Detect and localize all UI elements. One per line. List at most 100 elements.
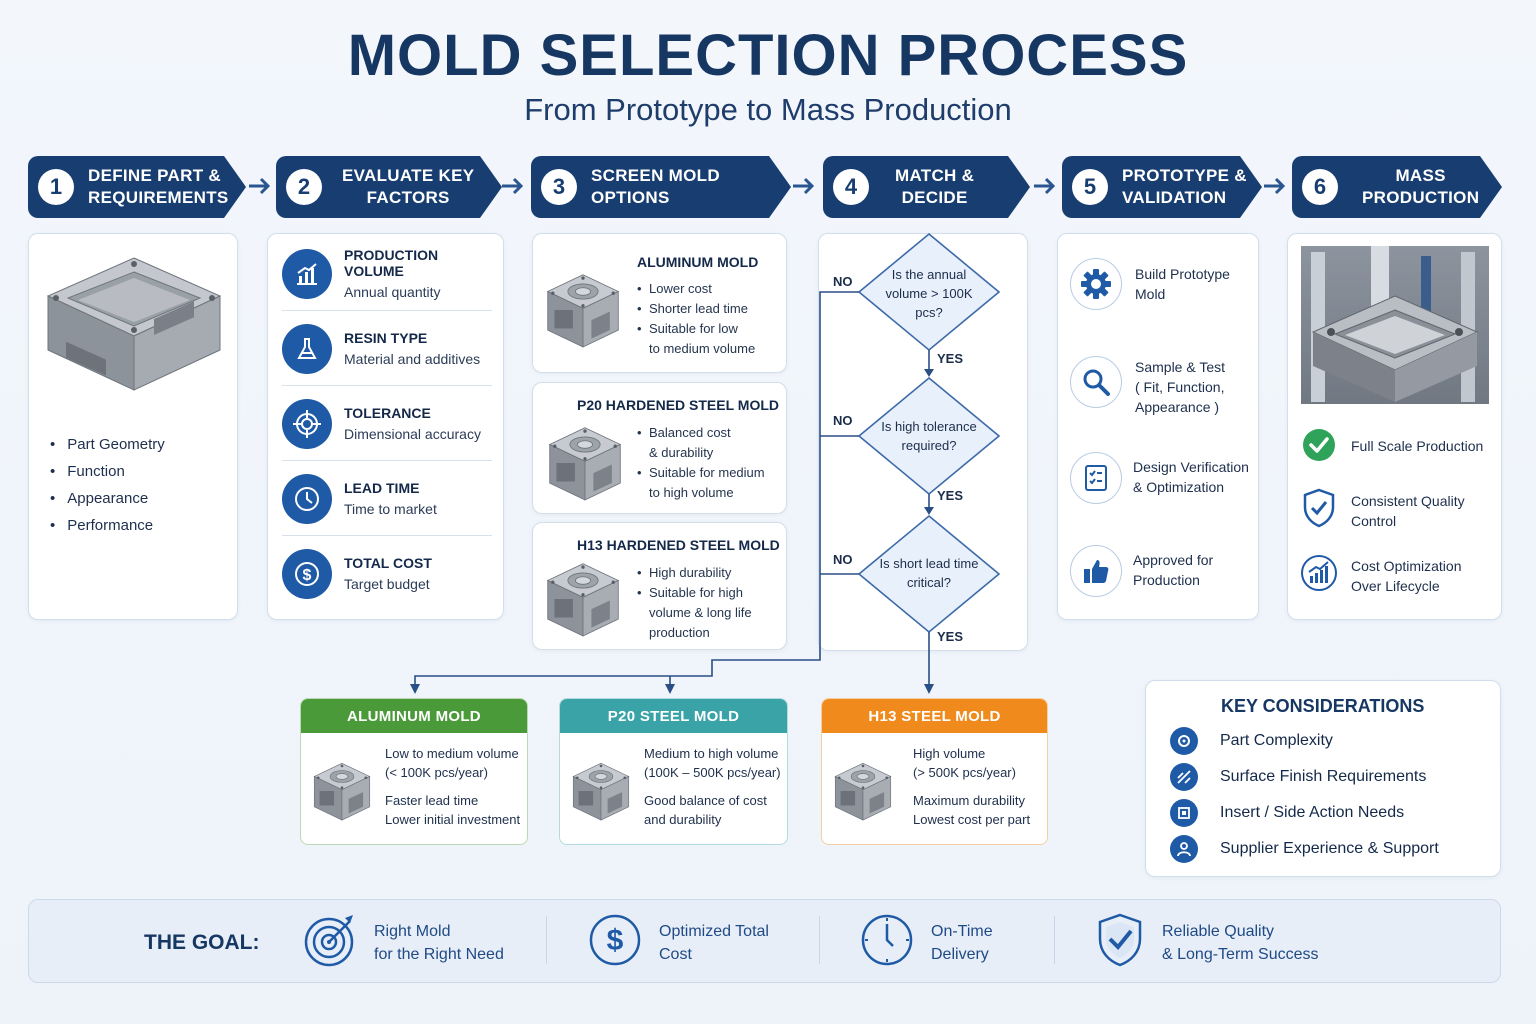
divider <box>546 916 547 964</box>
arrow-right-icon <box>791 173 817 199</box>
factor-title: TOLERANCE <box>344 405 431 421</box>
goal-text: Optimized Total Cost <box>659 922 769 963</box>
step-4-banner: 4 MATCH & DECIDE <box>823 156 1030 218</box>
result-p20-mold: P20 STEEL MOLD Medium to high volume (10… <box>559 698 788 845</box>
consideration-item: Insert / Side Action Needs <box>1170 799 1404 827</box>
decision-question: Is high tolerance required? <box>881 419 977 453</box>
step-label: SCREEN MOLD OPTIONS <box>591 166 720 207</box>
divider <box>282 385 492 386</box>
dollar-icon: $ <box>282 548 332 599</box>
decision-question: Is the annual volume > 100K pcs? <box>885 267 973 320</box>
divider <box>282 310 492 311</box>
svg-text:$: $ <box>303 567 312 584</box>
thumbs-up-icon <box>1070 545 1122 597</box>
validation-step: Sample & Test ( Fit, Function, Appearanc… <box>1135 359 1226 415</box>
decision-question: Is short lead time critical? <box>879 556 979 590</box>
mold-image <box>568 749 634 833</box>
step-label: PROTOTYPE & VALIDATION <box>1122 166 1247 207</box>
key-considerations-panel <box>1145 680 1501 877</box>
goal-text: On-Time Delivery <box>931 922 993 963</box>
step-label: MASS PRODUCTION <box>1362 166 1480 207</box>
factor-desc: Target budget <box>344 576 430 592</box>
consideration-label: Supplier Experience & Support <box>1220 840 1439 857</box>
no-label: NO <box>833 552 853 567</box>
goal-text: Reliable Quality & Long-Term Success <box>1162 922 1319 963</box>
arrow-right-icon <box>500 173 526 199</box>
no-label: NO <box>833 413 853 428</box>
factor-resin-type: RESIN TYPE Material and additives <box>282 311 494 386</box>
result-benefit: Maximum durability Lowest cost per part <box>913 793 1031 827</box>
goal-label: THE GOAL: <box>144 931 260 954</box>
factor-title: RESIN TYPE <box>344 330 428 346</box>
list-item: Shorter lead time <box>637 299 755 319</box>
shield-check-icon <box>1302 488 1336 533</box>
yes-label: YES <box>937 629 964 644</box>
clock-icon <box>282 473 332 524</box>
production-machine-image <box>1301 246 1489 404</box>
step-number: 6 <box>1302 169 1338 205</box>
consideration-label: Part Complexity <box>1220 732 1333 749</box>
factor-desc: Material and additives <box>344 351 481 367</box>
list-item: Lower cost <box>637 279 755 299</box>
page-title: MOLD SELECTION PROCESS <box>347 23 1189 88</box>
gear-icon <box>1070 258 1122 310</box>
factor-lead-time: LEAD TIME Time to market <box>282 461 494 536</box>
yes-label: YES <box>937 351 964 366</box>
target-icon <box>282 398 332 449</box>
step-2-banner: 2 EVALUATE KEY FACTORS <box>276 156 502 218</box>
result-title: P20 STEEL MOLD <box>560 699 787 733</box>
production-benefit: Cost Optimization Over Lifecycle <box>1351 558 1462 594</box>
goal-item: Right Mold for the Right Need <box>304 912 504 973</box>
mold-image <box>309 749 375 833</box>
divider <box>282 460 492 461</box>
goal-bar <box>28 899 1501 983</box>
consideration-item: Surface Finish Requirements <box>1170 763 1426 791</box>
option-title: H13 HARDENED STEEL MOLD <box>577 537 780 553</box>
svg-text:$: $ <box>607 924 624 957</box>
factor-title: PRODUCTION VOLUME <box>344 247 439 279</box>
step-6-banner: 6 MASS PRODUCTION <box>1292 156 1502 218</box>
list-item: Suitable for high volume & long life pro… <box>637 583 752 643</box>
result-title: H13 STEEL MOLD <box>822 699 1047 733</box>
factor-production-volume: PRODUCTION VOLUME Annual quantity <box>282 236 494 311</box>
part-requirements-list: Part Geometry Function Appearance Perfor… <box>50 436 165 544</box>
list-item: Function <box>50 463 165 490</box>
list-item: Appearance <box>50 490 165 517</box>
divider <box>1054 916 1055 964</box>
result-title: ALUMINUM MOLD <box>301 699 527 733</box>
goal-item: On-Time Delivery <box>861 912 993 973</box>
step-number: 2 <box>286 169 322 205</box>
factor-tolerance: TOLERANCE Dimensional accuracy <box>282 386 494 461</box>
result-volume: Medium to high volume (100K – 500K pcs/y… <box>644 746 781 780</box>
step-label: EVALUATE KEY FACTORS <box>342 166 475 207</box>
growth-chart-icon <box>1300 554 1338 597</box>
factor-title: TOTAL COST <box>344 555 432 571</box>
validation-step: Approved for Production <box>1133 552 1214 588</box>
consideration-label: Insert / Side Action Needs <box>1220 804 1405 821</box>
divider <box>282 535 492 536</box>
divider <box>819 916 820 964</box>
arrow-right-icon <box>1032 173 1058 199</box>
result-benefit: Good balance of cost and durability <box>644 793 767 827</box>
insert-icon <box>1170 799 1198 827</box>
list-item: Performance <box>50 517 165 544</box>
consideration-item: Supplier Experience & Support <box>1170 835 1439 863</box>
result-volume: High volume (> 500K pcs/year) <box>913 746 1016 780</box>
step-number: 5 <box>1072 169 1108 205</box>
step-number: 1 <box>38 169 74 205</box>
arrow-right-icon <box>247 173 273 199</box>
part-housing-image <box>46 257 222 391</box>
option-h13-mold: H13 HARDENED STEEL MOLD High durability … <box>532 522 787 650</box>
user-icon <box>1170 835 1198 863</box>
option-aluminum-mold: ALUMINUM MOLD Lower cost Shorter lead ti… <box>532 233 787 373</box>
consideration-item: Part Complexity <box>1170 727 1333 755</box>
result-aluminum-mold: ALUMINUM MOLD Low to medium volume (< 10… <box>300 698 528 845</box>
option-p20-mold: P20 HARDENED STEEL MOLD Balanced cost & … <box>532 382 787 514</box>
step-label: DEFINE PART & REQUIREMENTS <box>88 166 229 207</box>
list-item: High durability <box>637 563 752 583</box>
step-3-banner: 3 SCREEN MOLD OPTIONS <box>531 156 791 218</box>
magnifier-icon <box>1070 356 1122 408</box>
check-circle-icon <box>1302 428 1336 467</box>
goal-item: Reliable Quality & Long-Term Success <box>1096 912 1319 973</box>
factor-desc: Time to market <box>344 501 437 517</box>
